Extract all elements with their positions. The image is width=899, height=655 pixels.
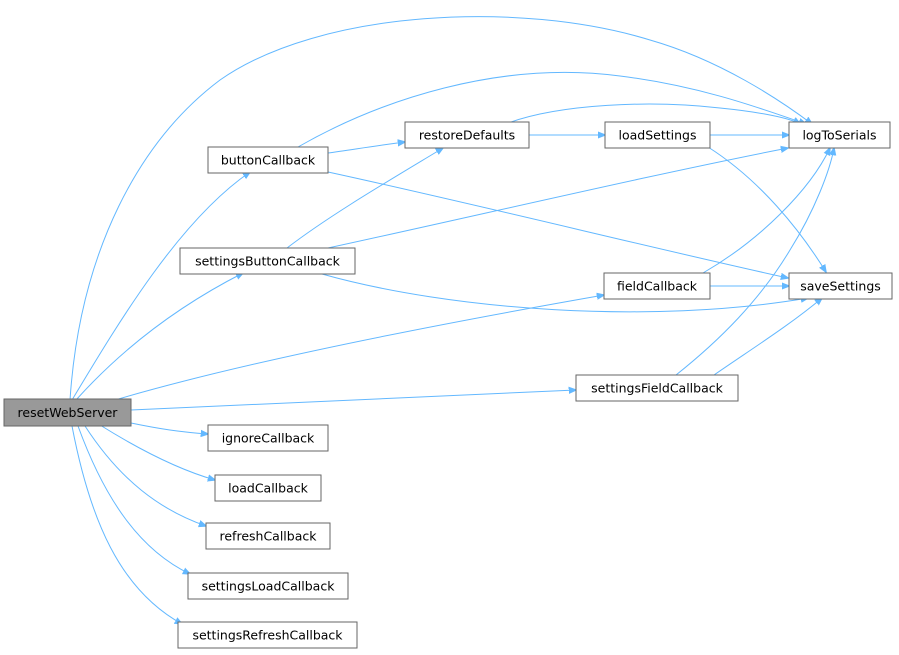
edge-settingsfieldcallback-savesettings <box>713 298 822 376</box>
node-fieldcallback[interactable]: fieldCallback <box>603 272 711 300</box>
node-resetwebserver[interactable]: resetWebServer <box>3 398 132 427</box>
edge-resetwebserver-settingsloadcallback <box>77 425 190 574</box>
node-buttoncallback[interactable]: buttonCallback <box>207 146 329 174</box>
edge-resetwebserver-settingsfieldcallback <box>130 390 576 411</box>
edge-buttoncallback-restoredefaults <box>327 142 405 154</box>
edge-loadsettings-savesettings <box>707 146 826 272</box>
edge-resetwebserver-refreshcallback <box>84 425 206 526</box>
edge-buttoncallback-logtoserials <box>297 71 806 148</box>
node-settingsrefreshcallback[interactable]: settingsRefreshCallback <box>177 621 358 649</box>
edge-resetwebserver-settingsrefreshcallback <box>71 425 182 624</box>
node-label: refreshCallback <box>220 529 318 544</box>
edge-buttoncallback-savesettings <box>327 171 788 278</box>
node-ignorecallback[interactable]: ignoreCallback <box>207 424 329 452</box>
node-refreshcallback[interactable]: refreshCallback <box>205 522 331 550</box>
edge-settingsbuttoncallback-savesettings <box>321 273 808 313</box>
node-label: restoreDefaults <box>419 128 515 143</box>
edge-settingsfieldcallback-logtoserials <box>675 148 834 376</box>
node-logtoserials[interactable]: logToSerials <box>788 121 891 149</box>
node-savesettings[interactable]: saveSettings <box>788 272 893 300</box>
edge-resetwebserver-logtoserials <box>69 16 812 401</box>
edge-settingsbuttoncallback-logtoserials <box>327 148 788 249</box>
node-loadcallback[interactable]: loadCallback <box>214 474 322 502</box>
edge-resetwebserver-ignorecallback <box>130 422 208 434</box>
node-label: saveSettings <box>800 279 881 294</box>
edge-resetwebserver-buttoncallback <box>71 172 250 401</box>
node-label: resetWebServer <box>18 405 119 420</box>
node-label: ignoreCallback <box>222 431 315 446</box>
edge-restoredefaults-logtoserials <box>507 103 800 124</box>
edge-resetwebserver-fieldcallback <box>114 295 604 401</box>
node-settingsbuttoncallback[interactable]: settingsButtonCallback <box>179 247 356 275</box>
node-label: fieldCallback <box>617 279 698 294</box>
node-loadsettings[interactable]: loadSettings <box>604 121 711 149</box>
node-label: buttonCallback <box>221 153 316 168</box>
node-label: settingsFieldCallback <box>591 381 723 396</box>
node-restoredefaults[interactable]: restoreDefaults <box>404 121 530 149</box>
edge-fieldcallback-logtoserials <box>702 148 830 274</box>
node-label: settingsRefreshCallback <box>192 628 343 643</box>
edge-settingsbuttoncallback-restoredefaults <box>286 148 443 249</box>
node-settingsloadcallback[interactable]: settingsLoadCallback <box>187 572 349 600</box>
node-label: loadSettings <box>619 128 697 143</box>
node-label: logToSerials <box>802 128 876 143</box>
node-label: settingsButtonCallback <box>195 254 341 269</box>
edge-resetwebserver-loadcallback <box>99 424 215 480</box>
node-settingsfieldcallback[interactable]: settingsFieldCallback <box>575 374 739 402</box>
edge-resetwebserver-settingsbuttoncallback <box>75 273 243 401</box>
node-label: settingsLoadCallback <box>202 579 336 594</box>
node-label: loadCallback <box>228 481 309 496</box>
